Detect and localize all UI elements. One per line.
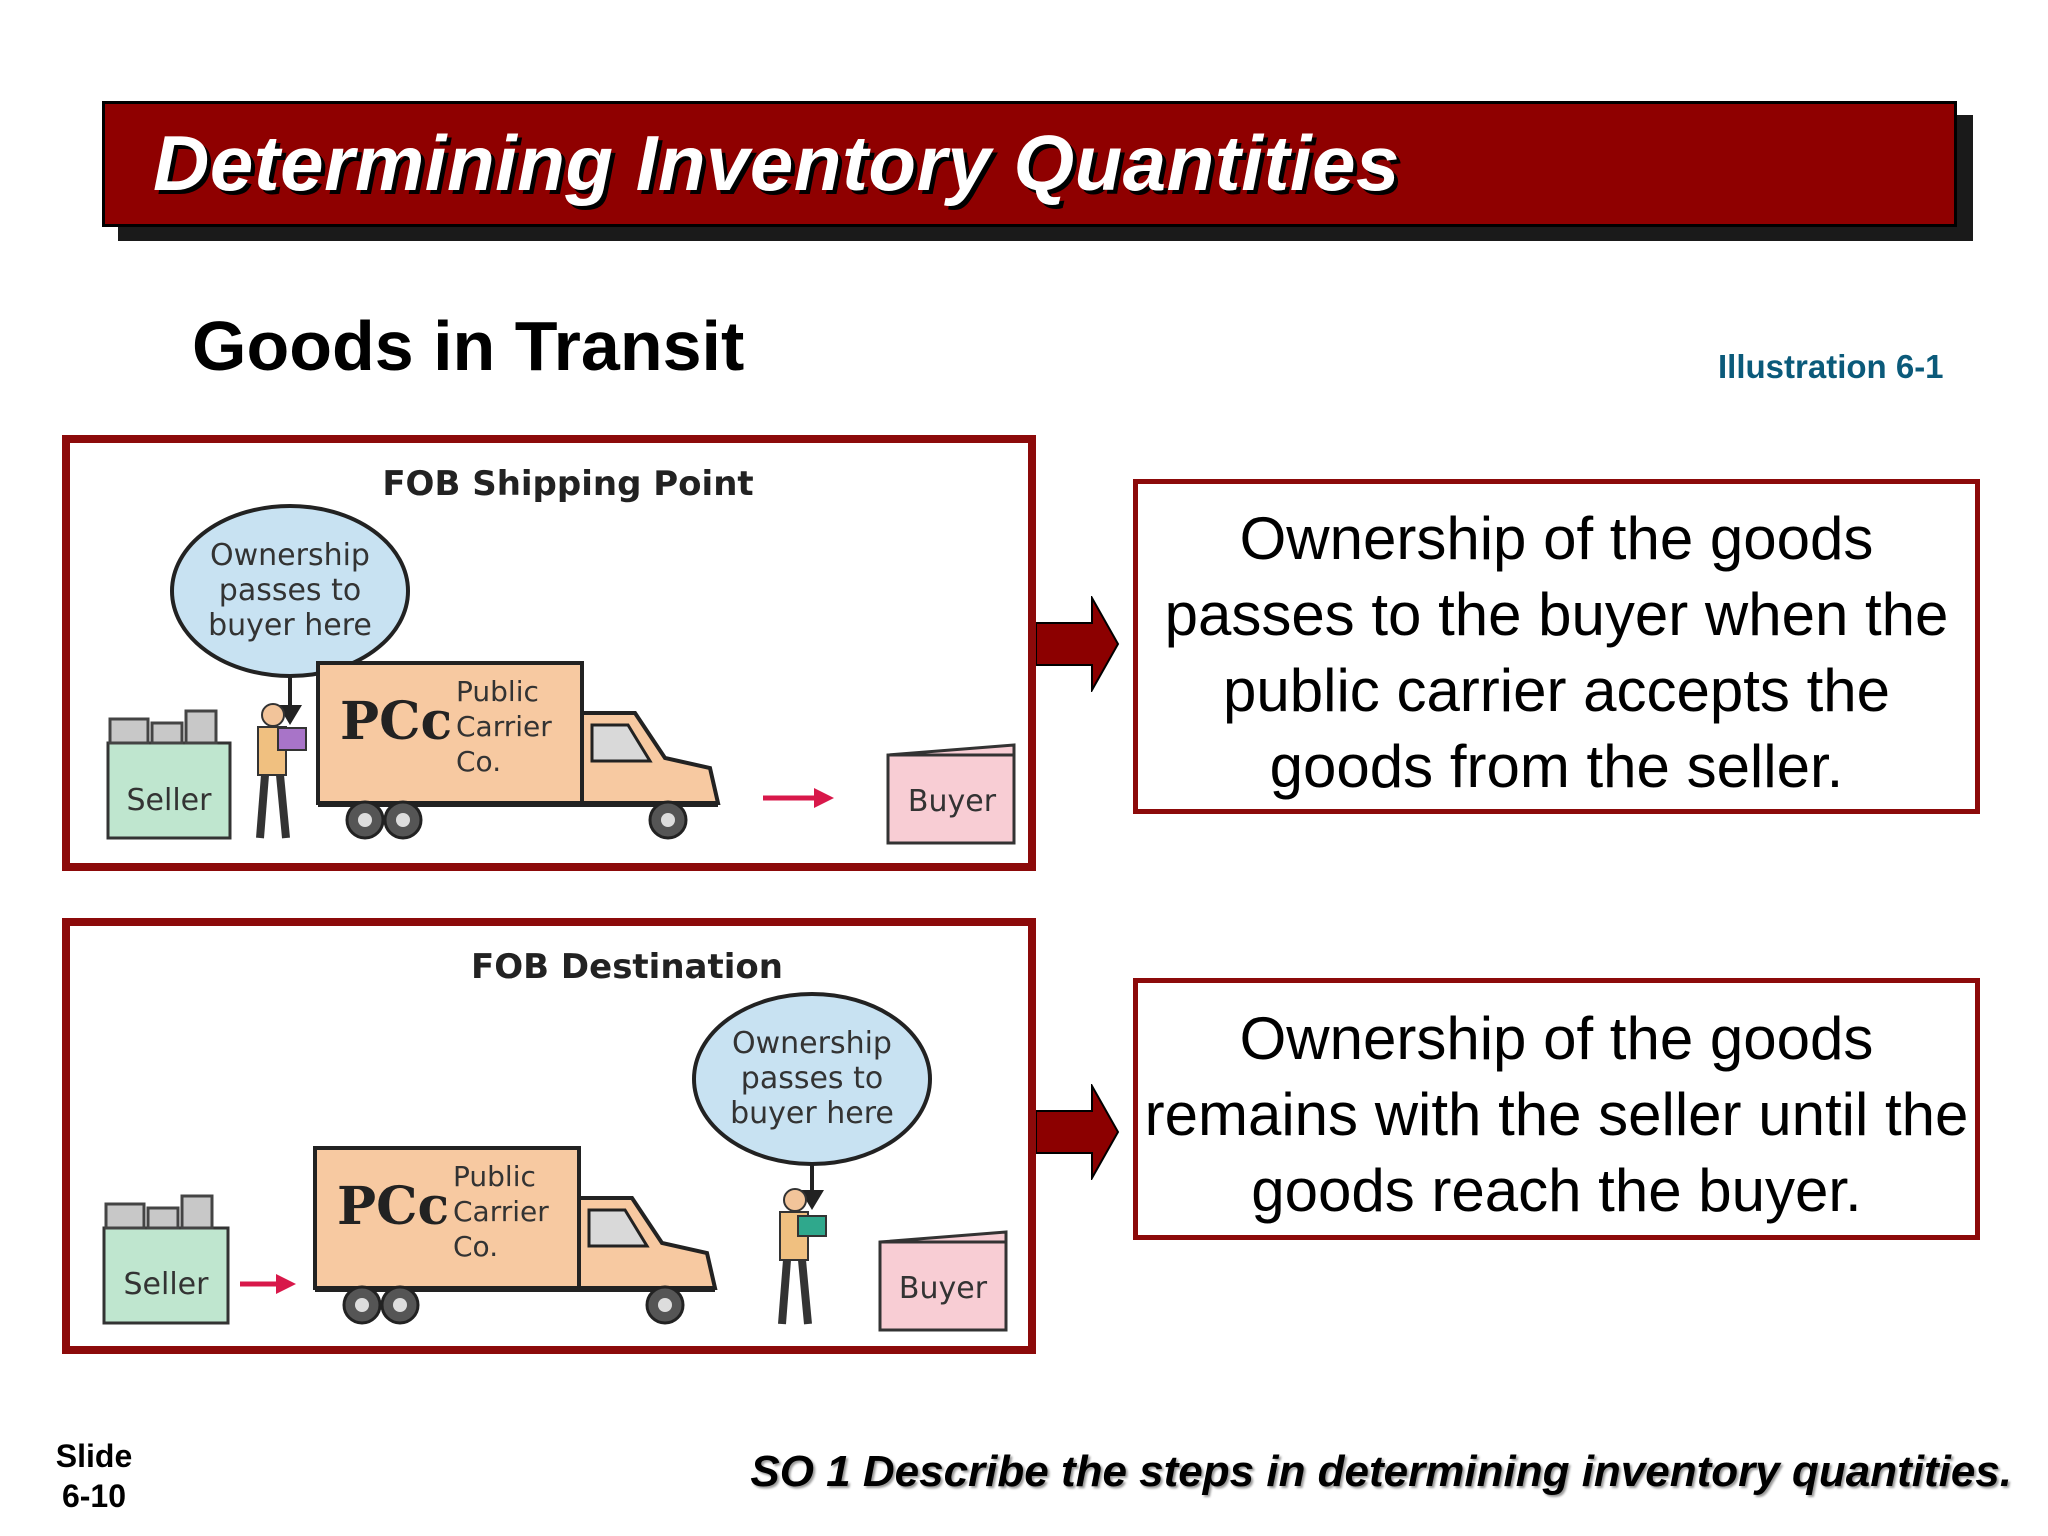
- svg-text:Public: Public: [453, 1160, 536, 1193]
- seller-label: Seller: [127, 783, 213, 818]
- seller-stand: Seller: [102, 1194, 230, 1325]
- seller-label: Seller: [124, 1267, 210, 1302]
- svg-text:Ownership: Ownership: [210, 538, 370, 573]
- title-bar: Determining Inventory Quantities: [102, 101, 1957, 227]
- svg-text:Carrier: Carrier: [456, 710, 552, 743]
- svg-text:Co.: Co.: [453, 1230, 498, 1263]
- svg-text:passes to: passes to: [219, 573, 361, 608]
- shipping-point-explanation: Ownership of the goods passes to the buy…: [1133, 479, 1980, 814]
- svg-text:buyer here: buyer here: [208, 608, 372, 643]
- panel-heading: FOB Shipping Point: [382, 464, 753, 504]
- fob-shipping-point-illustration: FOB Shipping Point Ownership passes to b…: [106, 464, 1016, 845]
- section-heading: Goods in Transit: [192, 307, 745, 385]
- svg-text:buyer here: buyer here: [730, 1096, 894, 1131]
- ownership-bubble: Ownership passes to buyer here: [170, 504, 410, 678]
- ownership-bubble: Ownership passes to buyer here: [692, 992, 932, 1166]
- svg-text:Co.: Co.: [456, 745, 501, 778]
- svg-text:Carrier: Carrier: [453, 1195, 549, 1228]
- direction-arrow-icon: [240, 1274, 296, 1294]
- seller-stand: Seller: [106, 709, 232, 840]
- svg-text:Ownership: Ownership: [732, 1026, 892, 1061]
- connector-arrow-icon: [1036, 1084, 1120, 1180]
- study-objective: SO 1 Describe the steps in determining i…: [750, 1447, 2012, 1496]
- buyer-label: Buyer: [908, 784, 997, 819]
- slide-title: Determining Inventory Quantities: [153, 119, 1400, 207]
- worker-icon: [256, 703, 307, 839]
- pointer-arrow-icon: [278, 676, 302, 725]
- buyer-box: Buyer: [886, 743, 1016, 845]
- buyer-box: Buyer: [878, 1230, 1008, 1332]
- truck-logo: PCc: [340, 691, 452, 752]
- fob-destination-illustration: FOB Destination Ownership passes to buye…: [102, 947, 1008, 1332]
- pointer-arrow-icon: [800, 1164, 824, 1210]
- destination-explanation: Ownership of the goods remains with the …: [1133, 978, 1980, 1240]
- truck-icon: PCc Public Carrier Co.: [316, 661, 721, 840]
- worker-icon: [778, 1188, 827, 1325]
- fob-shipping-point-panel: FOB Shipping Point Ownership passes to b…: [62, 435, 1036, 871]
- truck-icon: PCc Public Carrier Co.: [313, 1146, 718, 1325]
- direction-arrow-icon: [763, 788, 834, 808]
- slide-number: Slide 6-10: [55, 1438, 133, 1514]
- buyer-label: Buyer: [899, 1271, 988, 1306]
- fob-destination-panel: FOB Destination Ownership passes to buye…: [62, 918, 1036, 1354]
- truck-logo: PCc: [337, 1176, 449, 1237]
- svg-text:passes to: passes to: [741, 1061, 883, 1096]
- illustration-label: Illustration 6-1: [1718, 348, 1944, 385]
- svg-text:Public: Public: [456, 675, 539, 708]
- connector-arrow-icon: [1036, 596, 1120, 692]
- panel-heading: FOB Destination: [471, 947, 783, 987]
